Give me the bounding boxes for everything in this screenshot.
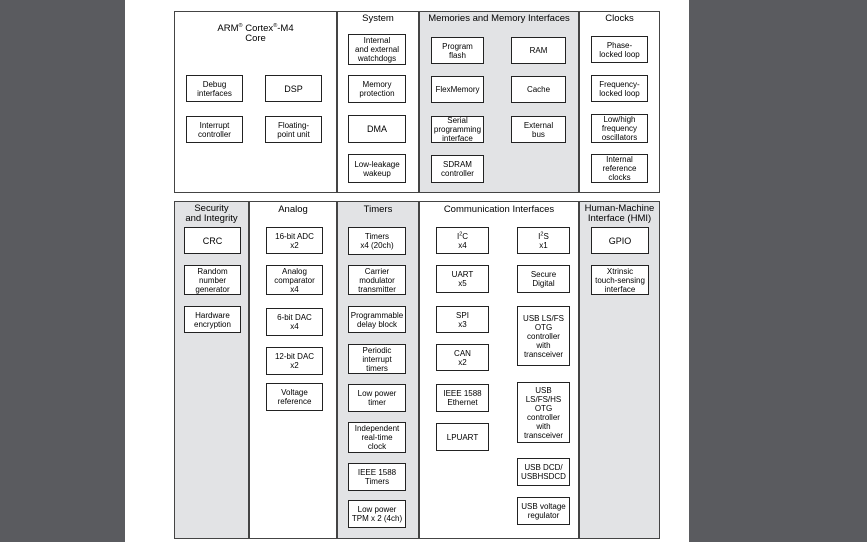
gpio-block: GPIO <box>591 227 649 254</box>
hmi-panel: Human-Machine Interface (HMI) GPIO Xtrin… <box>579 201 660 539</box>
oscillators-block: Low/high frequency oscillators <box>591 114 648 143</box>
watchdogs-block: Internal and external watchdogs <box>348 34 406 65</box>
system-panel: System Internal and external watchdogs M… <box>337 11 419 193</box>
spi-block: SPI x3 <box>436 306 489 333</box>
external-bus-block: External bus <box>511 116 566 143</box>
can-block: CAN x2 <box>436 344 489 371</box>
cache-block: Cache <box>511 76 566 103</box>
dac-12bit-block: 12-bit DAC x2 <box>266 347 323 375</box>
flexmemory-block: FlexMemory <box>431 76 484 103</box>
timers-title: Timers <box>363 204 393 215</box>
ieee-1588-timers-block: IEEE 1588 Timers <box>348 463 406 491</box>
hmi-title: Human-Machine Interface (HMI) <box>584 203 655 224</box>
usb-dcd-block: USB DCD/ USBHSDCD <box>517 458 570 486</box>
low-power-timer-block: Low power timer <box>348 384 406 412</box>
internal-reference-clocks-block: Internal reference clocks <box>591 154 648 183</box>
floating-point-unit-block: Floating- point unit <box>265 116 322 143</box>
crc-block: CRC <box>184 227 241 254</box>
memory-protection-block: Memory protection <box>348 75 406 103</box>
analog-comparator-block: Analog comparator x4 <box>266 265 323 295</box>
ieee-1588-ethernet-block: IEEE 1588 Ethernet <box>436 384 489 412</box>
hardware-encryption-block: Hardware encryption <box>184 306 241 333</box>
lpuart-block: LPUART <box>436 423 489 451</box>
phase-locked-loop-block: Phase- locked loop <box>591 36 648 63</box>
i2c-block: I2C x4 <box>436 227 489 254</box>
security-title: Security and Integrity <box>185 203 238 224</box>
communication-panel: Communication Interfaces I2C x4 I2S x1 U… <box>419 201 579 539</box>
sdram-controller-block: SDRAM controller <box>431 155 484 183</box>
serial-programming-interface-block: Serial programming interface <box>431 116 484 143</box>
frequency-locked-loop-block: Frequency- locked loop <box>591 75 648 102</box>
xtrinsic-touch-sensing-block: Xtrinsic touch-sensing interface <box>591 265 649 295</box>
analog-panel: Analog 16-bit ADC x2 Analog comparator x… <box>249 201 337 539</box>
secure-digital-block: Secure Digital <box>517 265 570 293</box>
timers-x4-block: Timers x4 (20ch) <box>348 227 406 255</box>
communication-title: Communication Interfaces <box>443 204 555 215</box>
programmable-delay-block: Programmable delay block <box>348 306 406 333</box>
ram-block: RAM <box>511 37 566 64</box>
debug-interfaces-block: Debug interfaces <box>186 75 243 102</box>
low-power-tpm-block: Low power TPM x 2 (4ch) <box>348 500 406 528</box>
clocks-title: Clocks <box>605 13 634 24</box>
uart-block: UART x5 <box>436 265 489 293</box>
voltage-reference-block: Voltage reference <box>266 383 323 411</box>
program-flash-block: Program flash <box>431 37 484 64</box>
analog-title: Analog <box>278 204 308 215</box>
interrupt-controller-block: Interrupt controller <box>186 116 243 143</box>
dsp-block: DSP <box>265 75 322 102</box>
usb-voltage-regulator-block: USB voltage regulator <box>517 497 570 525</box>
memories-panel: Memories and Memory Interfaces Program f… <box>419 11 579 193</box>
dma-block: DMA <box>348 115 406 143</box>
usb-ls-fs-hs-otg-block: USB LS/FS/HS OTG controller with transce… <box>517 382 570 443</box>
low-leakage-wakeup-block: Low-leakage wakeup <box>348 154 406 183</box>
usb-ls-fs-otg-block: USB LS/FS OTG controller with transceive… <box>517 306 570 366</box>
memories-title: Memories and Memory Interfaces <box>428 13 570 24</box>
dac-6bit-block: 6-bit DAC x4 <box>266 308 323 336</box>
i2s-block: I2S x1 <box>517 227 570 254</box>
random-number-generator-block: Random number generator <box>184 265 241 295</box>
timers-panel: Timers Timers x4 (20ch) Carrier modulato… <box>337 201 419 539</box>
independent-rtc-block: Independent real-time clock <box>348 422 406 453</box>
security-panel: Security and Integrity CRC Random number… <box>174 201 249 539</box>
carrier-modulator-transmitter-block: Carrier modulator transmitter <box>348 265 406 295</box>
adc-16bit-block: 16-bit ADC x2 <box>266 227 323 254</box>
system-title: System <box>362 13 394 24</box>
periodic-interrupt-timers-block: Periodic interrupt timers <box>348 344 406 374</box>
clocks-panel: Clocks Phase- locked loop Frequency- loc… <box>579 11 660 193</box>
